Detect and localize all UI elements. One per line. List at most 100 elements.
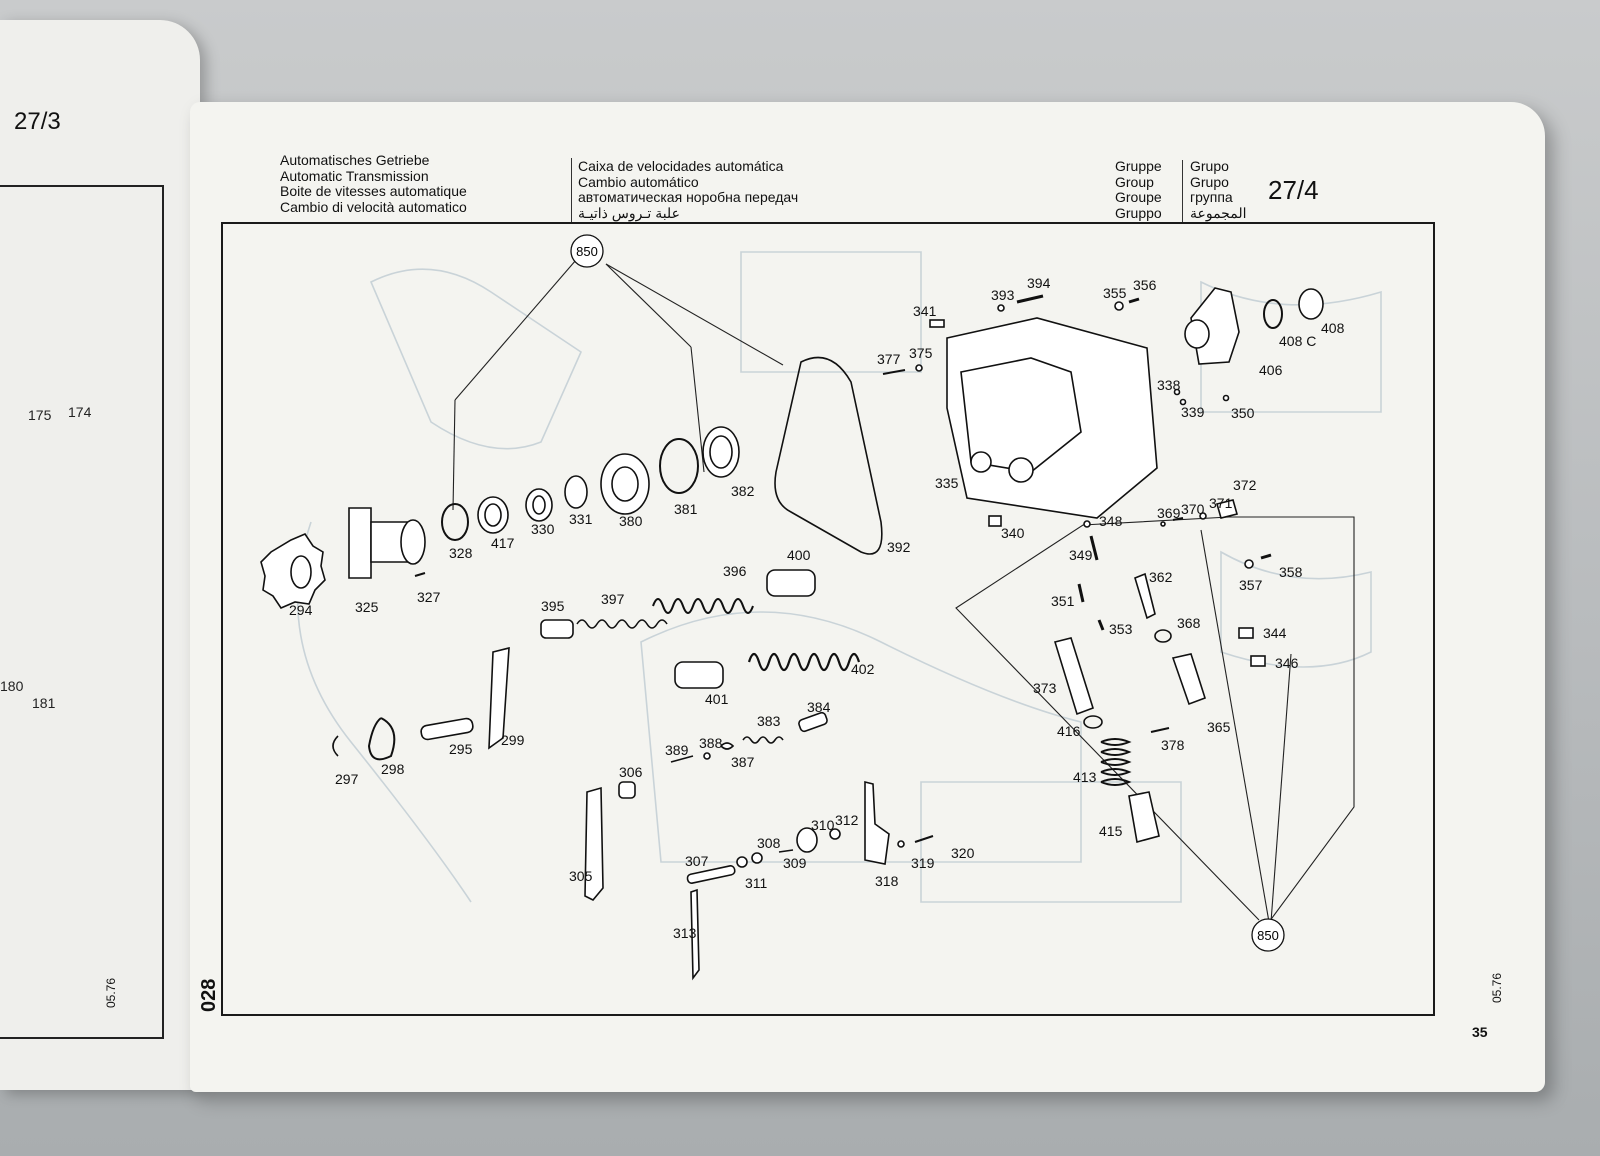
ring-328 (441, 503, 469, 541)
bushing-306 (618, 781, 636, 799)
part-label: 397 (601, 591, 625, 607)
circlip-381 (659, 438, 699, 494)
part-label: 308 (757, 835, 781, 851)
part-label: 312 (835, 812, 859, 828)
part-label: 365 (1207, 719, 1231, 735)
spring-383 (742, 736, 784, 744)
part-label: 353 (1109, 621, 1133, 637)
part-label: 393 (991, 287, 1015, 303)
part-label: 313 (673, 925, 697, 941)
left-part-label: 175 (28, 407, 52, 423)
part-label: 396 (723, 563, 747, 579)
pin-370 (1172, 517, 1184, 521)
title-ru: автоматическая норобна передач (578, 189, 799, 205)
part-label: 408 (1321, 320, 1345, 336)
part-label: 320 (951, 845, 975, 861)
part-label: 355 (1103, 285, 1127, 301)
part-label: 335 (935, 475, 959, 491)
part-label: 340 (1001, 525, 1025, 541)
part-label: 299 (501, 732, 525, 748)
group-word: Grupo (1190, 158, 1229, 174)
washer-375 (915, 364, 923, 372)
cover-406-bore (1184, 319, 1210, 349)
screw-349 (1089, 535, 1099, 561)
title-fr: Boite de vitesses automatique (280, 183, 467, 199)
ball-319 (897, 840, 905, 848)
group-words-a: Gruppe Group Groupe Gruppo (1115, 158, 1162, 221)
title-ar: علبة تـروس ذاتيـة (578, 204, 680, 221)
part-label: 339 (1181, 404, 1205, 420)
housing-325 (348, 507, 372, 579)
part-label: 331 (569, 511, 593, 527)
diagram-frame (221, 222, 1435, 1016)
left-group-number: 27/3 (14, 108, 61, 135)
left-page-frame (0, 185, 164, 1039)
bushing-310 (796, 827, 818, 853)
housing-335-bore (1008, 457, 1034, 483)
part-label: 348 (1099, 513, 1123, 529)
group-number: 27/4 (1268, 175, 1319, 205)
part-label: 297 (335, 771, 359, 787)
part-label: 392 (887, 539, 911, 555)
part-label: 351 (1051, 593, 1075, 609)
spring-396 (652, 598, 754, 614)
part-label: 416 (1057, 723, 1081, 739)
part-label: 357 (1239, 577, 1263, 593)
ring-382-bore (709, 435, 733, 469)
title-es: Cambio automático (578, 173, 699, 190)
part-label: 305 (569, 868, 593, 884)
ball-369 (1160, 521, 1166, 527)
sleeve-400 (766, 569, 816, 597)
part-label: 368 (1177, 615, 1201, 631)
callout-label: 850 (1257, 928, 1279, 943)
plug-372 (1216, 499, 1238, 519)
group-word: группа (1190, 189, 1233, 205)
title-block-other: Caixa de velocidades automática Cambio a… (578, 158, 799, 221)
callout-label: 850 (576, 244, 598, 259)
part-label: 370 (1181, 501, 1205, 517)
part-label: 384 (807, 699, 831, 715)
gasket-392 (774, 356, 883, 555)
title-en: Automatic Transmission (280, 167, 429, 184)
pin-295 (420, 717, 474, 741)
lever-313 (690, 888, 700, 981)
part-label: 349 (1069, 547, 1093, 563)
part-label: 319 (911, 855, 935, 871)
left-part-label: 181 (32, 695, 56, 711)
part-label: 327 (417, 589, 441, 605)
part-label: 417 (491, 535, 515, 551)
ball-339 (1179, 398, 1187, 406)
group-word: المجموعة (1190, 204, 1247, 221)
group-word: Gruppe (1115, 158, 1162, 174)
part-label: 295 (449, 741, 473, 757)
washer-355 (1114, 301, 1124, 311)
part-label: 350 (1231, 405, 1255, 421)
page-code: 028 (198, 978, 220, 1012)
group-word: Group (1115, 173, 1154, 190)
part-label: 294 (289, 602, 313, 618)
part-label: 358 (1279, 564, 1303, 580)
part-label: 401 (705, 691, 729, 707)
right-page (190, 102, 1545, 1092)
part-label: 311 (745, 875, 768, 891)
part-label: 328 (449, 545, 473, 561)
spacer-395 (540, 619, 574, 639)
part-label: 325 (355, 599, 379, 615)
part-label: 382 (731, 483, 755, 499)
callout-850-bottom: 850 (1251, 918, 1285, 952)
part-label: 371 (1209, 495, 1233, 511)
screw-327 (414, 572, 426, 577)
left-page (0, 20, 200, 1090)
plug-415 (1128, 791, 1160, 844)
valve-362 (1134, 572, 1156, 620)
group-word: Grupo (1190, 173, 1229, 190)
gear-294-bore (290, 555, 312, 589)
seal-408c (1263, 299, 1283, 329)
clip-297 (332, 735, 339, 757)
screw-356 (1128, 297, 1140, 304)
housing-325-face (400, 519, 426, 565)
callout-850-top: 850 (570, 234, 604, 268)
spring-351 (1077, 583, 1085, 603)
valve-373 (1053, 637, 1094, 716)
part-label: 344 (1263, 625, 1287, 641)
